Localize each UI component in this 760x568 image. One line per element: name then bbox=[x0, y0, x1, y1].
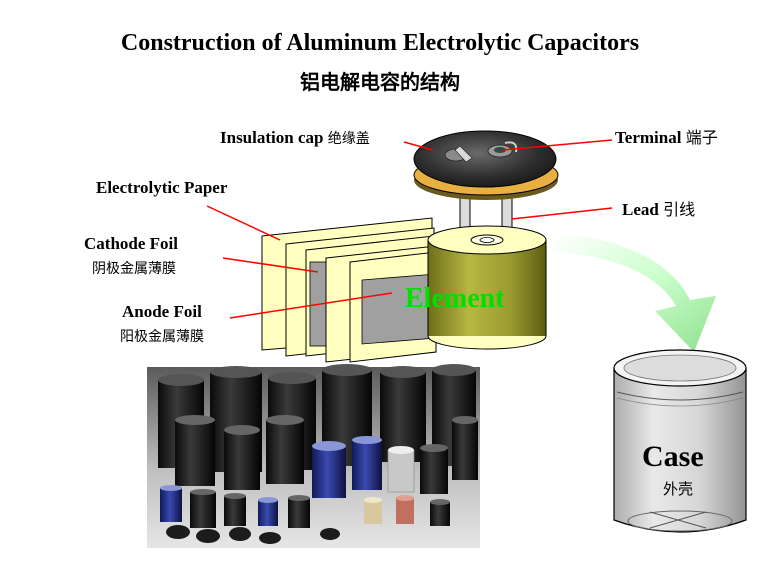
leader-terminal bbox=[502, 139, 613, 151]
capacitor-photo bbox=[147, 364, 480, 548]
label-terminal-en: Terminal bbox=[615, 128, 682, 147]
leader-lead bbox=[511, 207, 613, 220]
label-anode-foil: Anode Foil bbox=[122, 302, 202, 321]
leader-lines bbox=[206, 139, 613, 319]
label-insulation-cap-en: Insulation cap bbox=[220, 128, 324, 147]
label-lead-cn: 引线 bbox=[663, 200, 696, 219]
label-electrolytic-paper: Electrolytic Paper bbox=[96, 178, 228, 197]
label-lead: Lead 引线 bbox=[622, 196, 695, 220]
label-lead-en: Lead bbox=[622, 200, 659, 219]
insulation-cap bbox=[413, 130, 559, 200]
label-insulation-cap: Insulation cap 绝缘盖 bbox=[220, 128, 370, 148]
label-terminal: Terminal 端子 bbox=[615, 124, 718, 148]
label-element: Element bbox=[405, 283, 505, 314]
leader-cathode-foil bbox=[222, 257, 319, 273]
label-insulation-cap-cn: 绝缘盖 bbox=[327, 131, 370, 147]
element-cylinder bbox=[427, 225, 547, 350]
leader-insulation-cap bbox=[403, 141, 434, 151]
leader-anode-foil bbox=[229, 292, 393, 319]
leader-electrolytic-paper bbox=[206, 205, 281, 241]
case-can bbox=[613, 349, 747, 533]
page-subtitle: 铝电解电容的结构 bbox=[300, 70, 460, 94]
label-cathode-foil: Cathode Foil bbox=[84, 234, 178, 253]
label-case: Case bbox=[642, 440, 704, 473]
page-title: Construction of Aluminum Electrolytic Ca… bbox=[120, 30, 640, 56]
label-terminal-cn: 端子 bbox=[685, 128, 718, 147]
curved-arrow bbox=[553, 234, 716, 352]
label-anode-foil-cn: 阳极金属薄膜 bbox=[120, 329, 204, 345]
paper-sheets bbox=[261, 217, 437, 363]
label-case-cn: 外壳 bbox=[663, 480, 694, 498]
label-cathode-foil-cn: 阴极金属薄膜 bbox=[92, 261, 176, 277]
